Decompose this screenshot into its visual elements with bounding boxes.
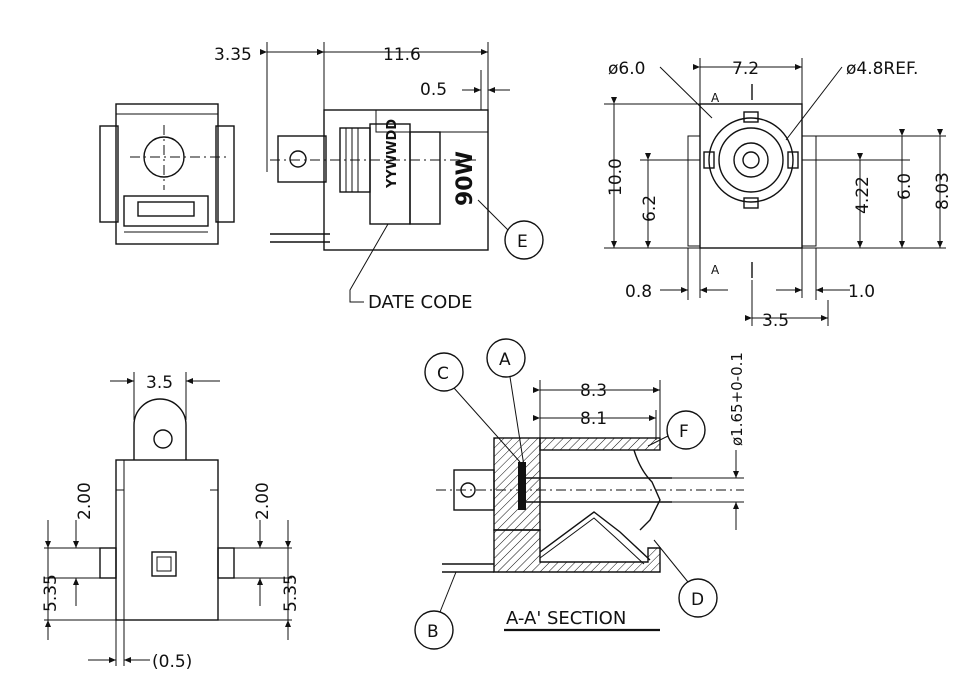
dim-bottom-offset: (0.5) [152, 652, 192, 672]
front-view: 3.35 11.6 0.5 YYWWDD 90W DATE CODE E [214, 42, 544, 313]
dim-left-large: 5.35 [41, 574, 61, 612]
dim-center-left: 6.2 [640, 195, 660, 222]
callout-a: A [499, 350, 511, 370]
side-view-left [99, 103, 235, 245]
callout-c: C [437, 364, 449, 384]
dim-right-small: 2.00 [253, 482, 273, 520]
dim-height-total: 10.0 [606, 158, 626, 196]
section-marker-top: A [711, 91, 720, 105]
dim-center-right: 4.22 [853, 176, 873, 214]
callout-bubble-d [678, 578, 718, 618]
callout-e: E [517, 232, 528, 252]
callout-bubble-b [414, 610, 454, 650]
dim-small: 0.5 [420, 80, 447, 100]
dim-outer-depth: 8.3 [580, 381, 607, 401]
callout-b: B [427, 622, 439, 642]
callout-bubble-e [504, 220, 544, 260]
date-code-label: DATE CODE [368, 292, 473, 313]
end-view: 7.2 ø6.0 ø4.8REF. A A 10.0 6.2 4. [604, 58, 953, 331]
label-code-text: YYWWDD [385, 119, 400, 189]
bottom-view: 3.5 2.00 5.35 2.00 5.35 (0 [41, 372, 301, 672]
dim-outer-dia: ø6.0 [608, 59, 645, 79]
section-title: A-A' SECTION [506, 608, 626, 629]
dim-tab-width: 3.5 [146, 373, 173, 393]
dim-pin-dia: ø1.65+0-0.1 [728, 352, 746, 446]
callout-bubble-a [486, 338, 526, 378]
dim-overall-right: 8.03 [933, 172, 953, 210]
section-view: 8.3 8.1 ø1.65+0-0.1 C A F D B [414, 338, 746, 650]
callout-f: F [679, 422, 689, 442]
dim-pin-pitch: 3.5 [762, 311, 789, 331]
dim-top-width: 11.6 [383, 45, 421, 65]
section-marker-bottom: A [711, 263, 720, 277]
dim-pin-left: 0.8 [625, 282, 652, 302]
callout-bubble-c [424, 352, 464, 392]
callout-bubble-f [666, 410, 706, 450]
dim-inner-depth: 8.1 [580, 409, 607, 429]
dim-top-left: 3.35 [214, 45, 252, 65]
dim-inner-dia: ø4.8REF. [846, 59, 918, 79]
callout-d: D [691, 590, 704, 610]
dim-left-small: 2.00 [75, 482, 95, 520]
dim-right-large: 5.35 [281, 574, 301, 612]
label-power-text: 90W [453, 151, 478, 206]
dim-pin-right: 1.0 [848, 282, 875, 302]
dim-width: 7.2 [732, 59, 759, 79]
dim-inner-height: 6.0 [895, 173, 915, 200]
